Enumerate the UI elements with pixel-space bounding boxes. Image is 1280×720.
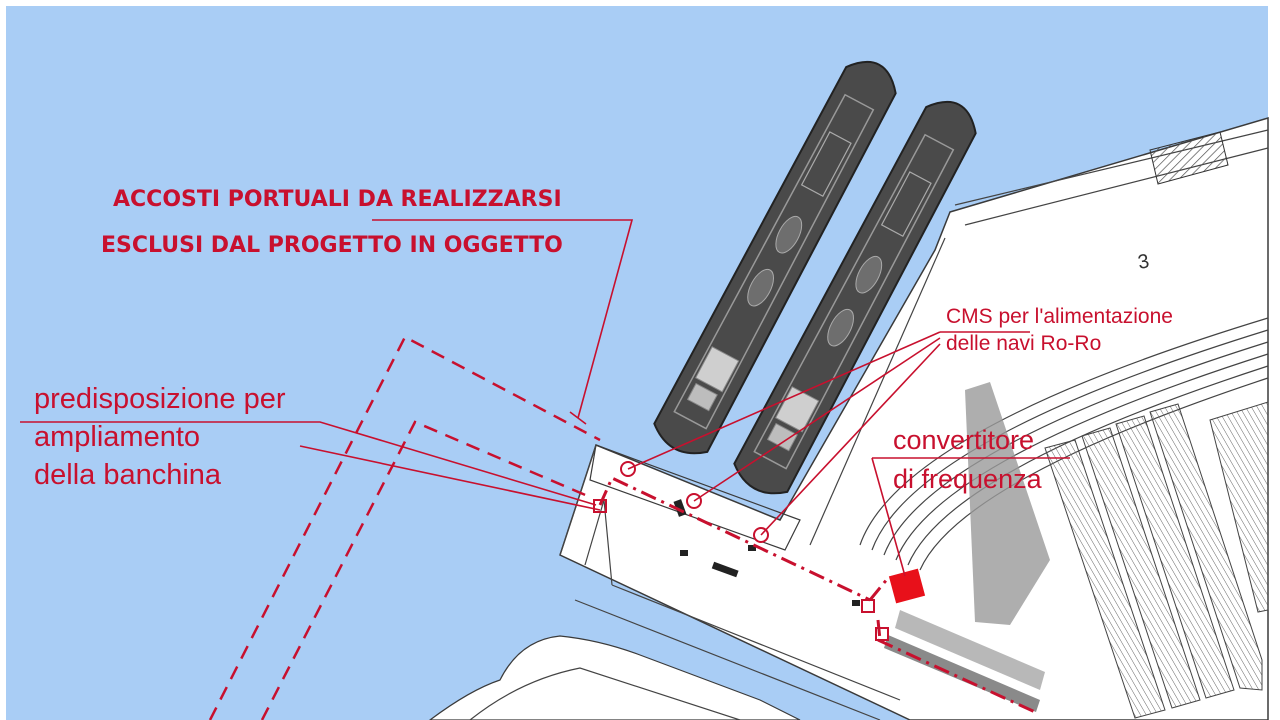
quay-platform [589,444,801,551]
parking-area [965,382,1050,625]
future-berths-label-line2: ESCLUSI DAL PROGETTO IN OGGETTO [101,233,563,258]
leader-lines [20,219,1070,577]
quay-expansion-label-line1: predisposizione per [34,383,286,415]
future-berths-outline [208,335,601,720]
quay-expansion-label-line2: ampliamento [34,421,200,453]
hatched-building [1149,131,1229,185]
converter-label-line1: convertitore [893,425,1034,455]
roro-ship-icon [653,61,897,455]
cms-label-line2: delle navi Ro-Ro [946,332,1101,355]
warehouses [1044,401,1269,719]
frequency-converter-icon [888,568,926,604]
future-berths-label-line1: ACCOSTI PORTUALI DA REALIZZARSI [113,187,562,212]
converter-label-line2: di frequenza [893,464,1043,494]
coastline-south [428,635,801,720]
area-number: 3 [1136,250,1151,274]
connection-boxes [593,499,889,641]
quay-expansion-label-line3: della banchina [34,459,222,491]
cms-label-line1: CMS per l'alimentazione [946,305,1173,328]
